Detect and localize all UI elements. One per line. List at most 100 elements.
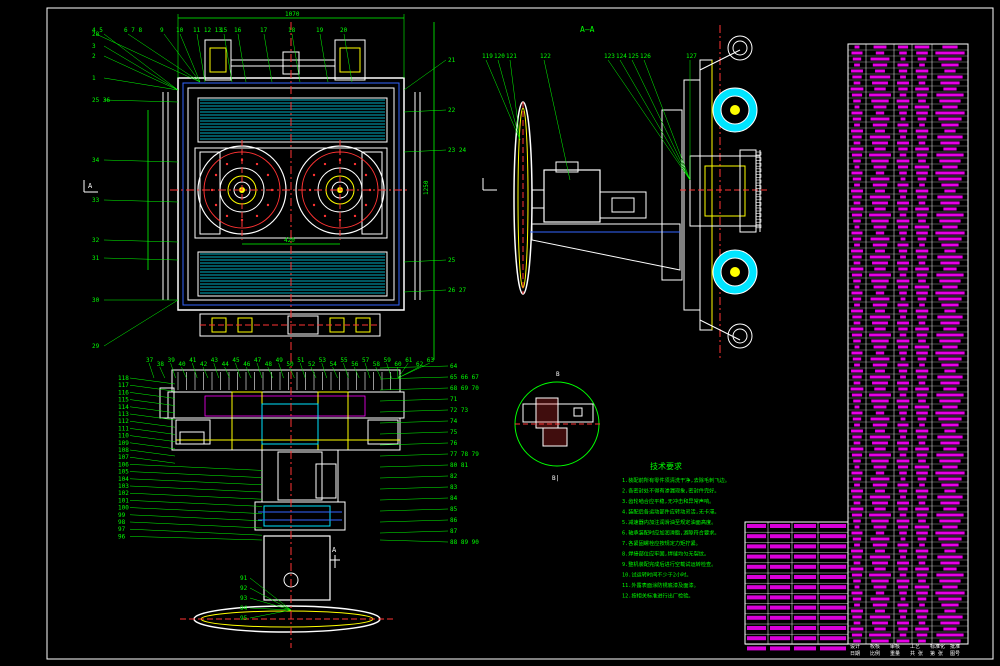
- balloon-label: 37: [146, 357, 154, 364]
- balloon-label: 122: [540, 53, 551, 60]
- technical-notes: 技术要求 1.装配前所有零件须清洗干净,去除毛刺飞边。2.各密封处不得有渗漏现象…: [622, 461, 730, 600]
- balloon-label: 32: [92, 237, 100, 244]
- balloon-label: 102: [118, 490, 129, 497]
- balloon-label: 107: [118, 454, 129, 461]
- section-view-a-a: A—A: [482, 25, 770, 360]
- balloon-label: 33: [92, 197, 100, 204]
- balloon-label: 42: [200, 361, 208, 368]
- balloon-label: 99: [118, 512, 126, 519]
- balloon-label: 61: [405, 357, 413, 364]
- title-block-label: 重量: [890, 650, 900, 657]
- balloon-label: 46: [243, 361, 251, 368]
- balloon-label: 39: [168, 357, 176, 364]
- balloon-label: 65 66 67: [450, 374, 479, 381]
- balloon-label: 115: [118, 397, 129, 404]
- balloon-label: 114: [118, 404, 129, 411]
- balloon-label: 40: [178, 361, 186, 368]
- note-line: 2.各密封处不得有渗漏现象,密封件完好。: [622, 487, 720, 495]
- balloon-label: 98: [118, 519, 126, 526]
- balloon-label: 2: [92, 53, 96, 60]
- balloon-label: 117: [118, 382, 129, 389]
- balloon-label: 41: [189, 357, 197, 364]
- balloon-label: 62: [416, 361, 424, 368]
- dim-left-height: 1250: [423, 180, 430, 195]
- note-line: 8.焊接部位应牢固,焊缝均匀无裂纹。: [622, 550, 709, 558]
- balloon-label: 92: [240, 585, 248, 592]
- balloon-label: 52: [308, 361, 316, 368]
- balloon-label: 77 78 79: [450, 451, 479, 458]
- title-block-label: 审核: [890, 643, 900, 650]
- balloon-label: 127: [686, 53, 697, 60]
- balloon-label: 20: [340, 27, 348, 34]
- balloon-label: 18: [288, 27, 296, 34]
- dim-top-width: 1070: [285, 11, 300, 18]
- balloon-label: 96: [118, 533, 126, 540]
- balloon-label: 55: [340, 357, 348, 364]
- balloon-label: 56: [351, 361, 359, 368]
- section-marker-right: A: [332, 546, 337, 554]
- balloon-label: 19: [316, 27, 324, 34]
- balloon-label: 9: [160, 27, 164, 34]
- balloon-label: 22: [448, 107, 456, 114]
- balloon-label: 44: [222, 361, 230, 368]
- balloon-label: 105: [118, 469, 129, 476]
- balloon-label: 123: [604, 53, 615, 60]
- leader-lines: [95, 33, 691, 619]
- notes-title: 技术要求: [650, 461, 682, 471]
- balloon-label: 3: [92, 43, 96, 50]
- balloon-label: 124: [616, 53, 627, 60]
- title-block: 设计校核审核工艺标准化批准日期比例重量共 张第 张图号: [744, 521, 960, 657]
- balloon-label: 6 7 8: [124, 27, 142, 34]
- balloon-label: 51: [297, 357, 305, 364]
- title-block-label: 共 张: [910, 650, 923, 657]
- title-block-label: 标准化: [930, 643, 945, 650]
- title-block-label: 比例: [870, 650, 880, 657]
- detail-scale: B|: [552, 475, 559, 482]
- balloon-label: 110: [118, 433, 129, 440]
- balloon-label: 16: [234, 27, 242, 34]
- balloon-label: 23 24: [448, 147, 466, 154]
- balloon-label: 50: [286, 361, 294, 368]
- balloon-label: 49: [276, 357, 284, 364]
- balloon-label: 11 12 13: [193, 27, 222, 34]
- balloons-bottom-top: 3738394041424344454647484950515253545556…: [146, 357, 434, 368]
- balloon-label: 116: [118, 389, 129, 396]
- roller-2: [712, 249, 758, 295]
- balloon-label: 111: [118, 425, 129, 432]
- title-block-label: 批准: [950, 643, 960, 650]
- balloon-label: 10: [176, 27, 184, 34]
- balloon-label: 68 69 70: [450, 385, 479, 392]
- title-block-label: 日期: [850, 651, 860, 657]
- balloon-label: 45: [232, 357, 240, 364]
- balloon-label: 43: [211, 357, 219, 364]
- balloon-label: 88 89 90: [450, 539, 479, 546]
- balloon-label: 113: [118, 411, 129, 418]
- balloon-label: 57: [362, 357, 370, 364]
- balloon-label: 103: [118, 483, 129, 490]
- balloon-label: 104: [118, 476, 129, 483]
- balloon-label: 54: [330, 361, 338, 368]
- balloon-label: 112: [118, 418, 129, 425]
- balloon-label: 119: [482, 53, 493, 60]
- title-block-label: 第 张: [930, 650, 943, 657]
- balloon-label: 21: [448, 57, 456, 64]
- balloon-label: 84: [450, 495, 458, 502]
- balloon-label: 100: [118, 505, 129, 512]
- note-line: 4.装配后各运动部件应转动灵活,无卡滞。: [622, 508, 720, 516]
- note-line: 12.按相关标准进行出厂检验。: [622, 592, 694, 600]
- balloon-label: 94: [240, 605, 248, 612]
- detail-marker: B: [556, 371, 560, 378]
- balloon-label: 83: [450, 484, 458, 491]
- balloon-label: 15: [220, 27, 228, 34]
- balloon-label: 47: [254, 357, 262, 364]
- note-line: 9.整机装配完成后进行空载试运转检查。: [622, 560, 716, 568]
- parts-list-table: [847, 43, 969, 645]
- section-marker-left: A: [88, 182, 93, 190]
- balloon-label: 60: [394, 361, 402, 368]
- balloon-label: 118: [118, 375, 129, 382]
- balloon-label: 59: [384, 357, 392, 364]
- balloon-label: 108: [118, 447, 129, 454]
